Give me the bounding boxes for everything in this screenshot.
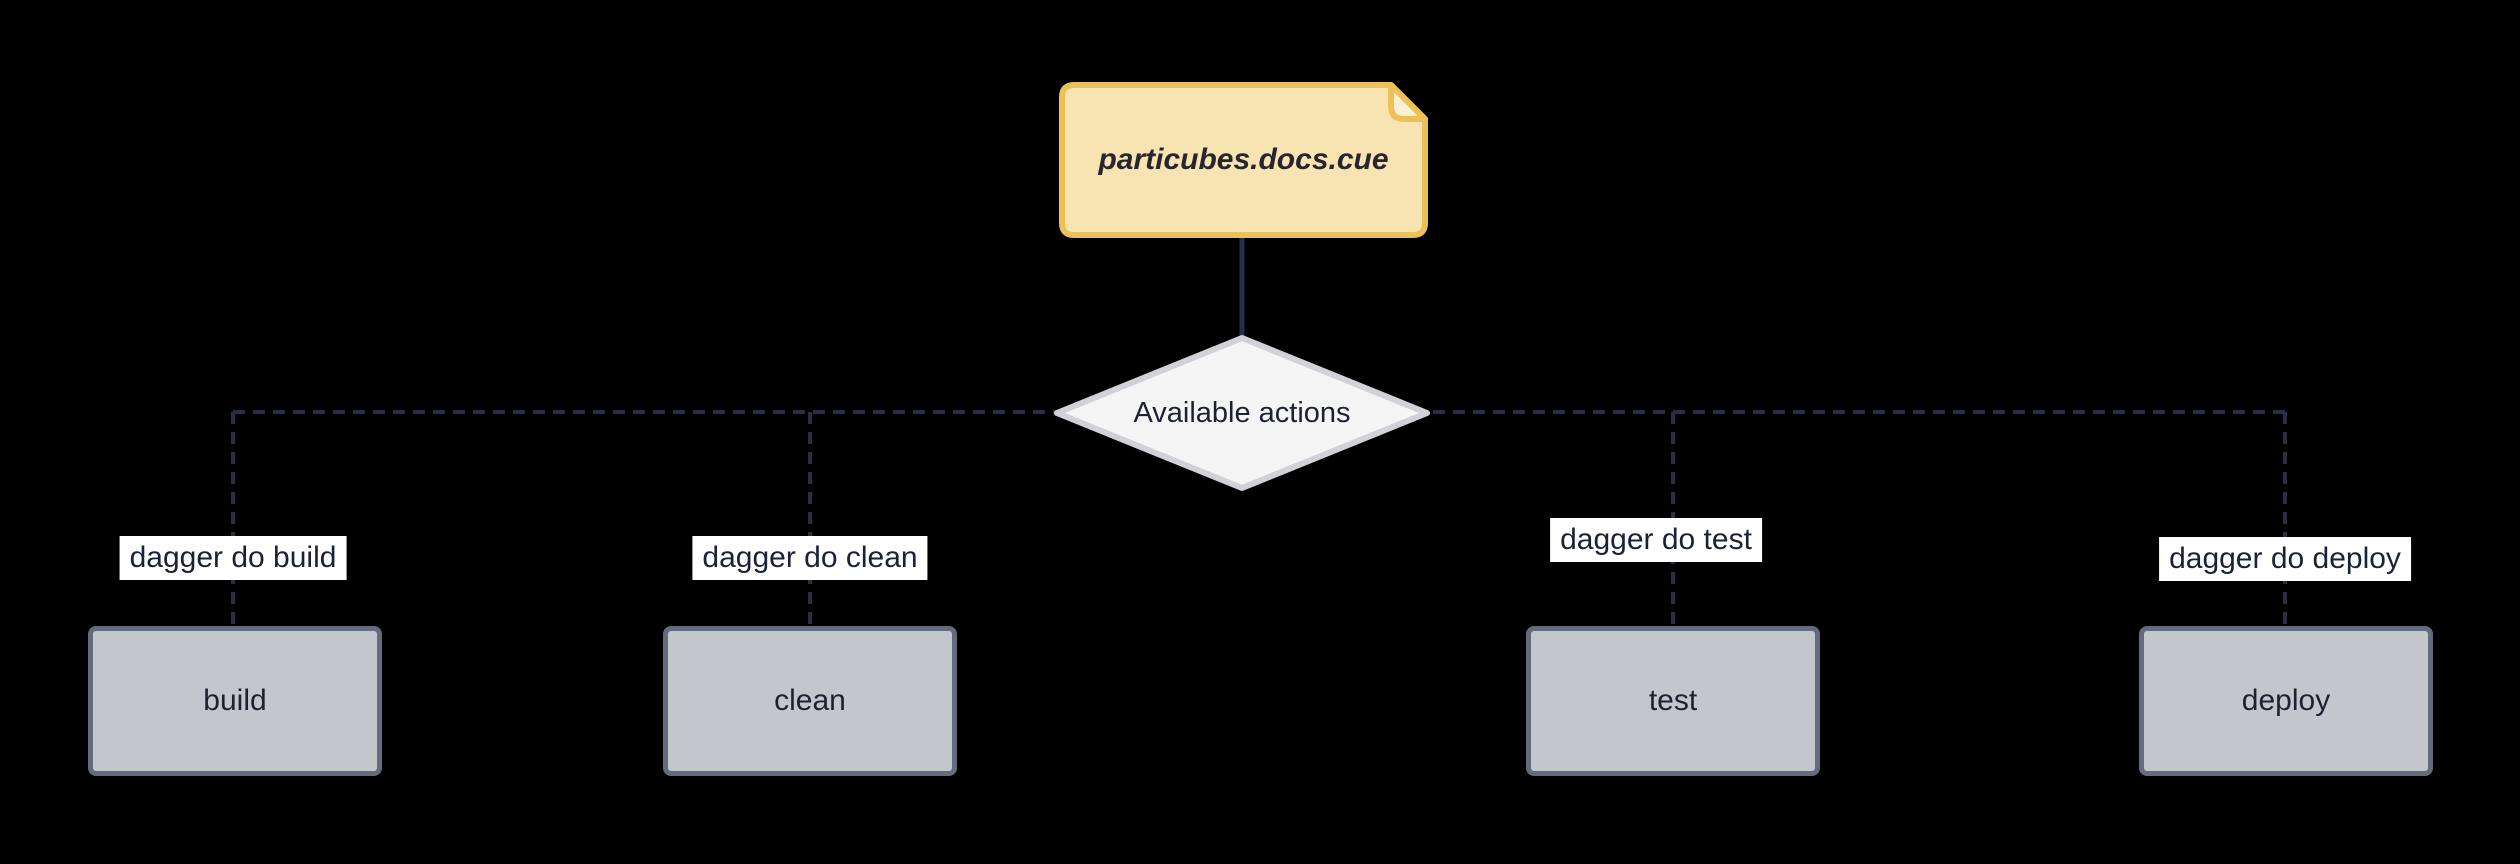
action-node-build-label: build (203, 684, 267, 717)
edge-label-dagger-do-build: dagger do build (119, 536, 347, 580)
action-node-deploy-label: deploy (2241, 684, 2331, 717)
edge-label-dagger-do-clean: dagger do clean (692, 536, 928, 580)
document-folded-corner (1388, 82, 1428, 122)
action-node-test: test (1526, 626, 1820, 776)
action-node-deploy: deploy (2139, 626, 2433, 776)
document-node-shape (1059, 82, 1428, 238)
action-node-build: build (88, 626, 382, 776)
action-node-clean: clean (663, 626, 957, 776)
edge-label-dagger-do-deploy: dagger do deploy (2159, 537, 2411, 581)
action-node-test-label: test (1648, 684, 1698, 717)
action-node-clean-label: clean (774, 684, 846, 717)
edge-label-dagger-do-test: dagger do test (1550, 518, 1762, 562)
decision-diamond-shape (1054, 335, 1430, 491)
